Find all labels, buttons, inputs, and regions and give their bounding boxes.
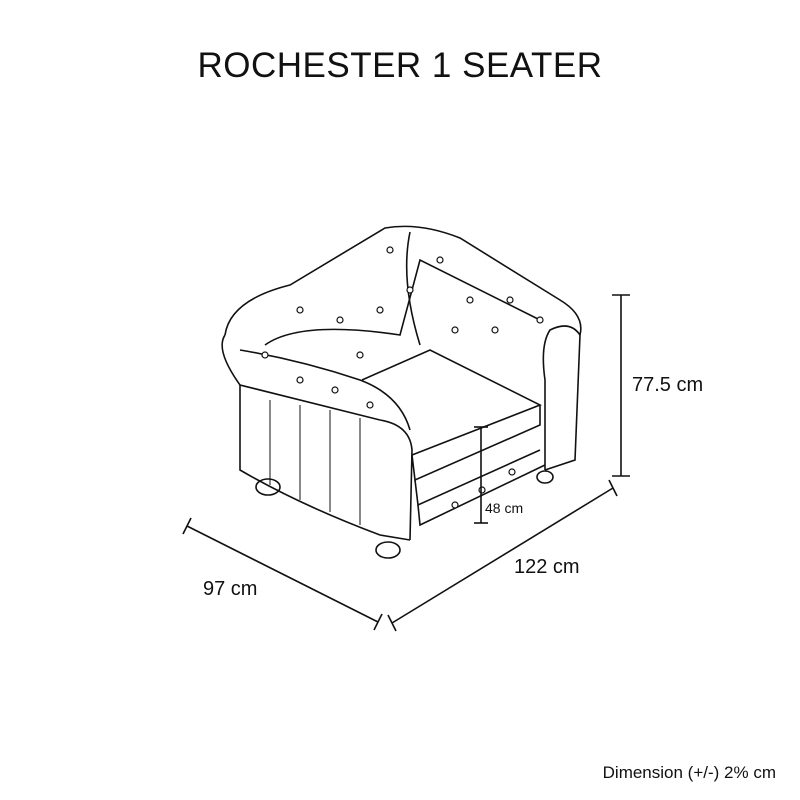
dimension-tolerance-note: Dimension (+/-) 2% cm xyxy=(602,763,776,782)
height-dimension-line xyxy=(612,294,630,477)
product-title: ROCHESTER 1 SEATER xyxy=(197,46,603,85)
seat-height-label: 48 cm xyxy=(485,500,524,516)
width-label: 122 cm xyxy=(514,556,580,578)
height-label: 77.5 cm xyxy=(632,374,704,396)
width-dimension-line xyxy=(387,479,618,632)
chair-illustration xyxy=(221,225,582,559)
depth-label: 97 cm xyxy=(203,578,258,600)
seat-height-dimension-line xyxy=(474,426,488,524)
depth-dimension-line xyxy=(182,517,383,631)
